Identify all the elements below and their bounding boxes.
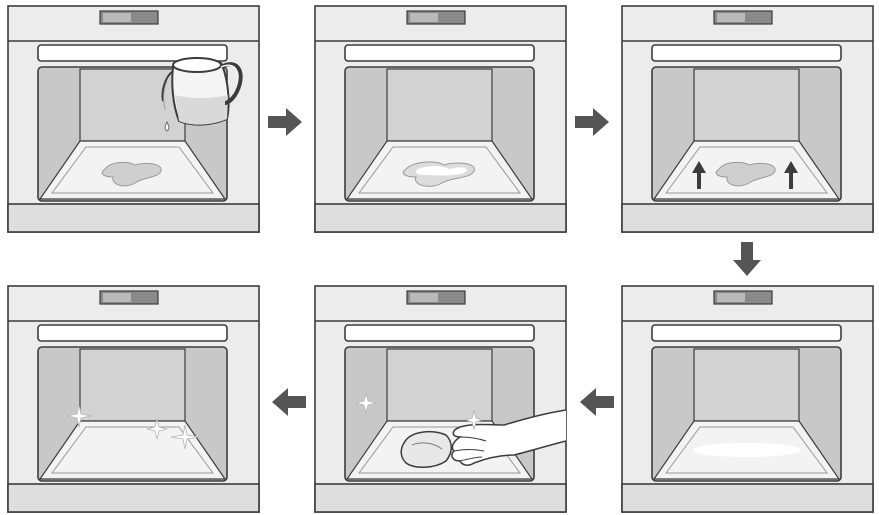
sparkle-icon [170,424,200,450]
oven-bottom-band [621,483,874,513]
tray-inner-rim [358,146,521,194]
cavity-back-wall [386,68,493,142]
oven-illustration [314,5,567,233]
oven-illustration [7,285,260,513]
step-1-panel [7,5,260,233]
arrow-left-icon [580,388,614,416]
oven-bottom-band [314,203,567,233]
arrow-up-icon [692,161,706,189]
sparkle-icon [464,409,484,431]
arrow-right-icon [575,108,609,136]
cavity-back-wall [386,348,493,422]
oven-bottom-band [621,203,874,233]
step-2-panel [314,5,567,233]
oven-vent [344,44,535,62]
tray-inner-rim [665,426,828,474]
tray-inner-rim [51,146,214,194]
oven-illustration [314,285,567,513]
water-drop-icon [164,120,170,132]
oven-illustration [7,5,260,233]
sparkle-icon [66,404,92,428]
oven-bottom-band [7,203,260,233]
oven-vent [651,324,842,342]
oven-bottom-band [314,483,567,513]
shine-streak-icon [693,443,801,457]
oven-vent [651,44,842,62]
cavity-back-wall [693,68,800,142]
oven-illustration [621,5,874,233]
oven-vent [344,324,535,342]
steam-shine-icon [416,166,467,176]
tray-inner-rim [358,426,521,474]
oven-bottom-band [7,483,260,513]
arrow-up-icon [784,161,798,189]
cavity-back-wall [693,348,800,422]
sparkle-icon [146,418,168,440]
sparkle-icon [355,392,377,414]
step-4-panel [621,285,874,513]
tray-inner-rim [51,426,214,474]
arrow-right-icon [268,108,302,136]
oven-illustration [621,285,874,513]
cavity-back-wall [79,68,186,142]
step-3-panel [621,5,874,233]
water-jug-icon [161,57,243,126]
puddle-icon [715,161,776,187]
puddle-icon [101,161,162,187]
oven-vent [37,44,228,62]
tray-inner-rim [665,146,828,194]
step-5-panel [314,285,567,513]
arrow-left-icon [272,388,306,416]
oven-vent [37,324,228,342]
arrow-down-icon [733,242,761,276]
cavity-back-wall [79,348,186,422]
cloth-icon [400,430,452,468]
step-6-panel [7,285,260,513]
